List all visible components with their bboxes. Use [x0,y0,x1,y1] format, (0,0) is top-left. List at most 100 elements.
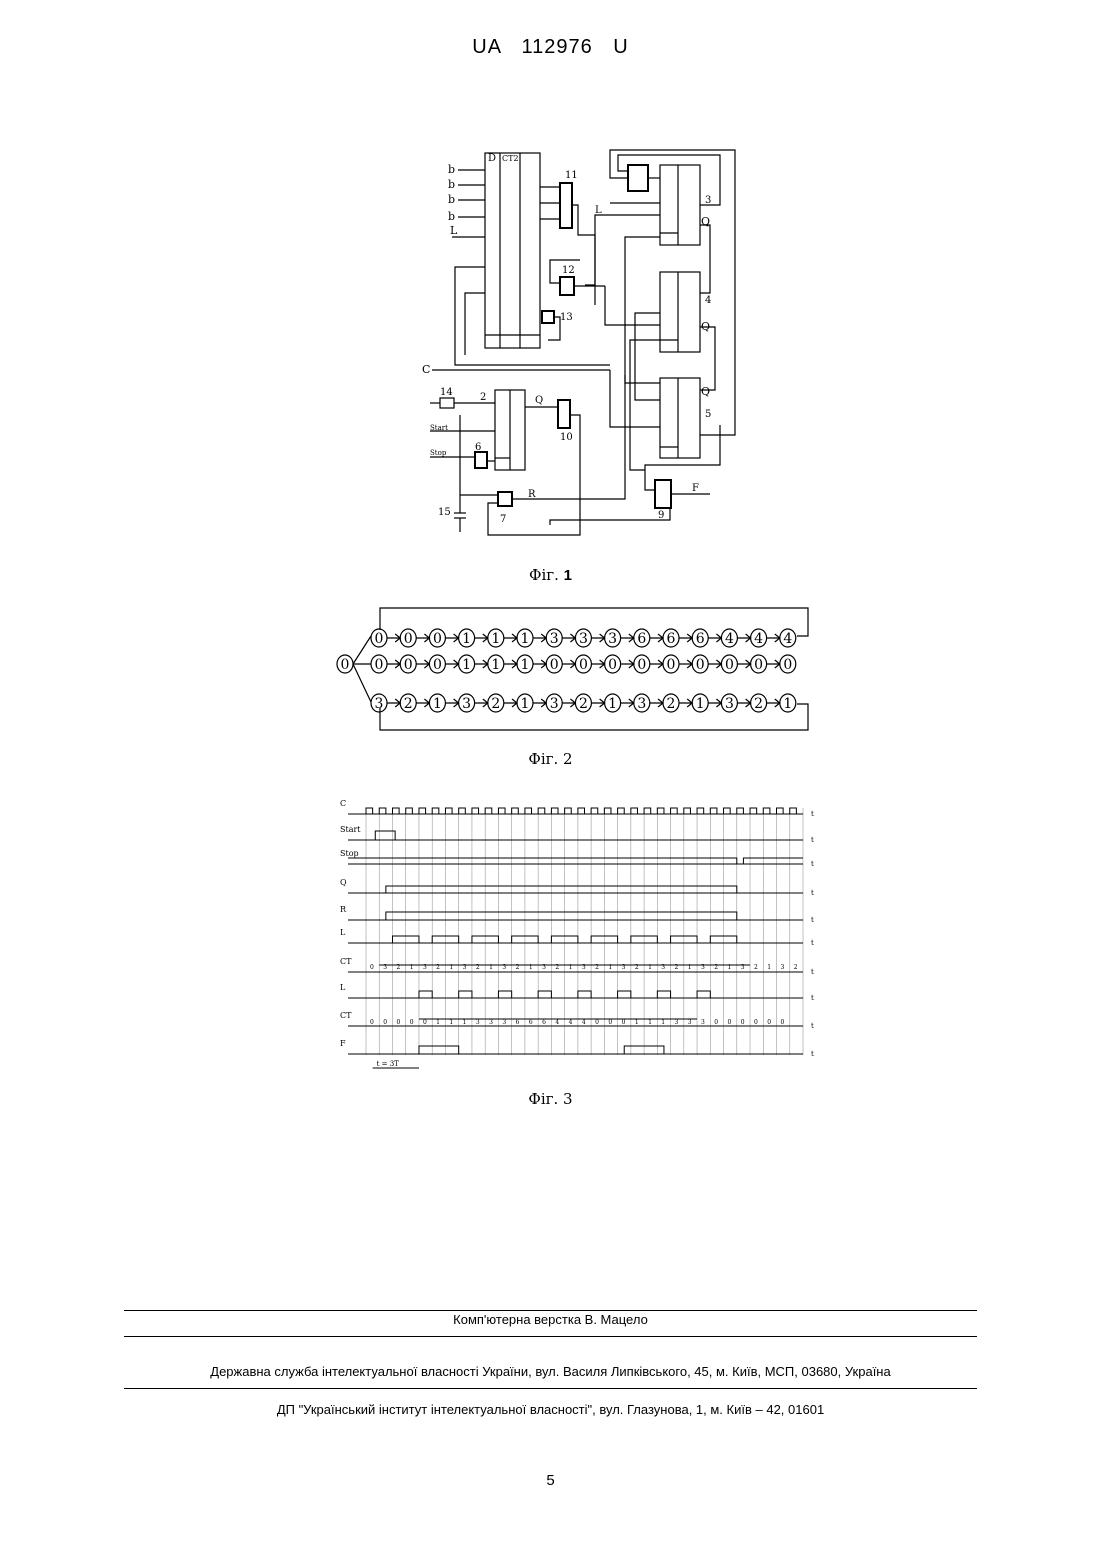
fig3-signal-label-6: CT [340,957,352,966]
fig3-ct1-value-18: 0 [608,1019,612,1026]
fig2-row3-arrow-7 [591,699,604,707]
fig2-row2-arrow-2 [445,660,458,668]
fig2-row3-node-8: 1 [608,696,617,712]
fig2-row3-node-1: 2 [404,696,413,712]
fig3-ct1-value-22: 1 [661,1019,665,1026]
fig3-ct2-value-11: 2 [516,964,520,971]
fig2-row1-node-3: 1 [462,631,471,647]
fig2-row3-node-3: 3 [462,696,471,712]
fig3-ct1-value-23: 3 [675,1019,679,1026]
label-ct2: CT2 [502,154,519,163]
label-4: 4 [705,295,711,306]
fig2-row2-arrow-11 [708,660,721,668]
fig2-row1-node-11: 6 [696,631,705,647]
fig3-start-pulse [375,831,395,840]
label-q: Q [535,395,543,406]
fig2-row1-arrow-6 [562,634,575,642]
fig3-signal-label-8: CT [340,1011,352,1020]
fig3-ct2-value-4: 3 [423,964,427,971]
fig3-ct2-value-25: 3 [701,964,705,971]
fig2-row2-node-14: 0 [783,657,792,673]
fig3-ct2-value-31: 3 [780,964,784,971]
label-3: 3 [705,195,711,206]
fig3-ct2-value-1: 3 [383,964,387,971]
fig3-ct2-value-17: 2 [595,964,599,971]
fig3-F-wave [419,1046,664,1054]
fig2-start-node: 0 [341,657,350,673]
fig2-row3-arrow-0 [387,699,400,707]
fig2-row1-arrow-11 [708,634,721,642]
label-L2: L [595,205,602,216]
fig2-state-graph: 0000111333666444000111000000000321321321… [335,602,815,737]
label-q1: Q [701,320,710,333]
label-C: C [422,363,430,376]
fig3-t-label-8: t [811,1022,814,1030]
fig3-ct1-value-28: 0 [741,1019,745,1026]
fig2-row3-arrow-10 [679,699,692,707]
fig3-ct1-value-26: 0 [714,1019,718,1026]
fig3-ct1-value-17: 0 [595,1019,599,1026]
fig2-row1-arrow-13 [767,634,780,642]
fig3-ct1-value-31: 0 [780,1019,784,1026]
label-L1: L [450,224,458,237]
fig2-row1-arrow-0 [387,634,400,642]
fig3-ct1-value-3: 0 [410,1019,414,1026]
fig3-t-label-9: t [811,1050,814,1058]
fig3-ct2-value-6: 1 [449,964,453,971]
fig3-ct1-value-1: 0 [383,1019,387,1026]
fig2-row1-arrow-5 [533,634,546,642]
fig3-ct1-value-20: 1 [635,1019,639,1026]
label-11: 11 [565,170,578,181]
fig2-row3-arrow-6 [562,699,575,707]
fig2-row1-arrow-7 [591,634,604,642]
fig2-row1-node-13: 4 [754,631,763,647]
label-stop: Stop [430,449,447,457]
fig2-row3-arrow-11 [708,699,721,707]
fig2-row2-arrow-6 [562,660,575,668]
fig2-row1-node-2: 0 [433,631,442,647]
label-b0: b [448,163,455,176]
label-d: D [488,153,496,164]
fig3-ct1-value-21: 1 [648,1019,652,1026]
fig2-row2-node-3: 1 [462,657,471,673]
fig2-row1-node-7: 3 [579,631,588,647]
fig2-row3-arrow-5 [533,699,546,707]
fig3-stop-wave [348,858,803,864]
fig2-row3-node-10: 2 [667,696,676,712]
fig3-ct1-value-0: 0 [370,1019,374,1026]
label-q0: Q [701,215,710,228]
fig2-row2-arrow-10 [679,660,692,668]
label-start: Start [430,424,448,432]
fig1-caption: Фіг. 1 [0,566,1101,584]
fig3-ct2-value-19: 3 [622,964,626,971]
fig3-signal-label-5: L [340,928,346,937]
label-10: 10 [560,432,573,443]
fig3-ct1-value-4: 0 [423,1019,427,1026]
fig3-r-wave [386,912,737,920]
fig2-row2-node-4: 1 [491,657,500,673]
fig3-ct1-value-16: 4 [582,1019,586,1026]
fig3-ct2-value-24: 1 [688,964,692,971]
label-9: 9 [658,510,664,521]
patent-number-header: UA 112976 U [0,36,1101,59]
fig2-row3-arrow-9 [650,699,663,707]
fig2-row2-node-11: 0 [696,657,705,673]
fig3-ct1-value-24: 3 [688,1019,692,1026]
fig2-row2-arrow-0 [387,660,400,668]
label-6: 6 [475,442,481,453]
fig3-ct1-value-7: 1 [463,1019,467,1026]
fig3-ct2-value-29: 2 [754,964,758,971]
footer-agency: Державна служба інтелектуальної власност… [0,1364,1101,1379]
fig3-ct1-value-25: 3 [701,1019,705,1026]
label-b3: b [448,210,455,223]
fig3-t-label-5: t [811,939,814,947]
fig2-row1-node-1: 0 [404,631,413,647]
fig2-row1-node-9: 6 [637,631,646,647]
fig2-row2-node-7: 0 [579,657,588,673]
fig2-row1-arrow-3 [475,634,488,642]
fig3-ct2-value-21: 1 [648,964,652,971]
fig3-clock-wave [366,808,796,814]
label-7: 7 [500,514,506,525]
fig3-ct2-value-30: 1 [767,964,771,971]
fig3-ct1-value-5: 1 [436,1019,440,1026]
